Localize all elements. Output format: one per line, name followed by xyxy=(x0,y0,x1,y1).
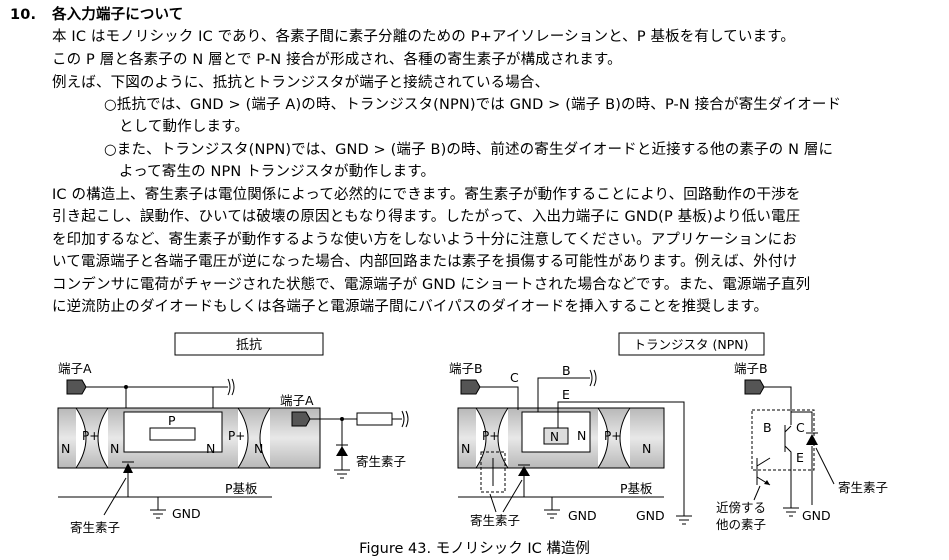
terminal-b-label: 端子B xyxy=(449,361,483,376)
bullet-line: よって寄生の NPN トランジスタが動作します。 xyxy=(119,164,436,180)
p-plus-label: P+ xyxy=(482,429,499,443)
parasitic-diode xyxy=(806,434,818,445)
n-label: N xyxy=(206,441,215,456)
parasitic-diode xyxy=(336,446,348,456)
b-label: B xyxy=(763,420,772,435)
section-number: 10. xyxy=(10,7,37,23)
collector-label: C xyxy=(510,370,519,385)
monolithic-ic-figure: 抵抗 端子A P N P+ N N P+ N P基板 寄生素子 GND 端子A … xyxy=(57,332,888,535)
emitter-label: E xyxy=(562,387,570,402)
terminal-a-label: 端子A xyxy=(280,393,314,408)
terminal-b-pad xyxy=(744,379,765,395)
c-label: C xyxy=(796,420,805,435)
section-heading: 10. 各入力端子について xyxy=(0,5,949,25)
resistor-title: 抵抗 xyxy=(236,338,262,353)
nearby-pointer xyxy=(753,485,761,501)
nearby-transistor xyxy=(756,457,771,486)
paragraph1-line: この P 層と各素子の N 層とで P-N 接合が形成され、各種の寄生素子が構成… xyxy=(52,52,622,68)
resistor-symbol xyxy=(356,412,393,426)
resistor-title-box xyxy=(174,332,324,356)
resistor-body xyxy=(149,427,196,441)
isolation-right xyxy=(597,407,631,469)
isolation-left xyxy=(75,407,109,469)
parasitic-pointer xyxy=(489,493,497,513)
paragraph2-line: いて電源端子と各端子電圧が逆になった場合、内部回路または素子を損傷する可能性があ… xyxy=(52,254,798,270)
gnd-label: GND xyxy=(802,508,831,523)
base-label: B xyxy=(562,363,571,378)
paragraph2-line: コンデンサに電荷がチャージされた状態で、電源端子が GND にショートされた場合… xyxy=(52,277,811,293)
bullet-line: として動作します。 xyxy=(119,119,249,135)
break-mark xyxy=(401,410,409,428)
resistor-p-label: P xyxy=(168,413,176,428)
isolation-right xyxy=(237,407,271,469)
p-plus-label: P+ xyxy=(82,429,99,443)
schematic-dashed-box xyxy=(751,409,815,471)
transistor-collector xyxy=(784,425,792,470)
base-wire xyxy=(537,377,590,412)
gnd-icon xyxy=(150,509,166,519)
schematic-wire xyxy=(791,411,813,505)
parasitic-diode xyxy=(123,463,133,473)
parasitic-label: 寄生素子 xyxy=(838,480,888,495)
break-mark xyxy=(227,378,235,396)
isolation-left xyxy=(475,407,509,469)
n-label: N xyxy=(110,441,119,456)
paragraph1-line: 本 IC はモノリシック IC であり、各素子間に素子分離のための P+アイソレ… xyxy=(52,29,796,45)
gnd-icon xyxy=(783,507,799,517)
p-plus-label: P+ xyxy=(604,429,621,443)
n-label: N xyxy=(461,441,470,456)
n-label: N xyxy=(254,441,263,456)
n-label: N xyxy=(642,441,651,456)
bullet-line: ○抵抗では、GND > (端子 A)の時、トランジスタ(NPN)では GND >… xyxy=(104,97,842,113)
nearby-label-line2: 他の素子 xyxy=(716,517,766,532)
gnd-icon xyxy=(334,469,350,479)
p-substrate-label: P基板 xyxy=(225,481,258,496)
section-title: 各入力端子について xyxy=(52,7,184,23)
parasitic-diode xyxy=(518,466,530,476)
nearby-transistor-arrow xyxy=(764,480,770,485)
paragraph2-line: を印加するなど、寄生素子が動作するような使い方をしないよう十分に注意してください… xyxy=(52,232,797,248)
paragraph2-line: に逆流防止のダイオードもしくは各端子と電源端子間にバイパスのダイオードを挿入する… xyxy=(52,299,769,315)
paragraph2-line: 引き起こし、誤動作、ひいては破壊の原因ともなり得ます。したがって、入出力端子に … xyxy=(52,209,801,225)
e-label: E xyxy=(796,450,804,465)
n-label: N xyxy=(61,441,70,456)
paragraph2-line: IC の構造上、寄生素子は電位関係によって必然的にできます。寄生素子が動作するこ… xyxy=(52,187,801,203)
paragraph1-line: 例えば、下図のように、抵抗とトランジスタが端子と接続されている場合、 xyxy=(52,75,550,91)
transistor-title-box xyxy=(618,332,765,356)
bullet-line: ○また、トランジスタ(NPN)では、GND > (端子 B)の時、前述の寄生ダイ… xyxy=(104,142,834,158)
break-mark xyxy=(589,369,597,387)
parasitic-pointer xyxy=(103,477,127,516)
parasitic-label: 寄生素子 xyxy=(470,513,520,528)
terminal-a-pad xyxy=(291,411,311,427)
parasitic-label: 寄生素子 xyxy=(356,454,406,469)
emitter-n-label: N xyxy=(550,430,559,444)
p-plus-label: P+ xyxy=(228,429,245,443)
terminal-a-pad xyxy=(66,379,87,395)
gnd-label: GND xyxy=(172,506,201,521)
parasitic-pointer xyxy=(502,479,523,513)
parasitic-pointer xyxy=(815,447,835,485)
emitter-wire xyxy=(557,401,685,516)
wire-node xyxy=(124,385,128,389)
gnd-label: GND xyxy=(636,508,665,523)
n-label: N xyxy=(577,428,586,443)
gnd-label: GND xyxy=(568,508,597,523)
terminal-b-pad xyxy=(460,379,481,395)
emitter-n-region xyxy=(543,427,569,445)
terminal-a-label: 端子A xyxy=(58,361,92,376)
transistor-title: トランジスタ (NPN) xyxy=(634,337,749,352)
gnd-icon xyxy=(544,509,560,519)
figure-caption: Figure 43. モノリシック IC 構造例 xyxy=(359,541,590,557)
terminal-b-label: 端子B xyxy=(734,361,768,376)
nearby-label-line1: 近傍する xyxy=(716,500,766,515)
p-substrate-label: P基板 xyxy=(620,481,653,496)
gnd-icon xyxy=(676,515,692,525)
parasitic-dashed-box xyxy=(480,451,506,493)
parasitic-label: 寄生素子 xyxy=(70,520,120,535)
